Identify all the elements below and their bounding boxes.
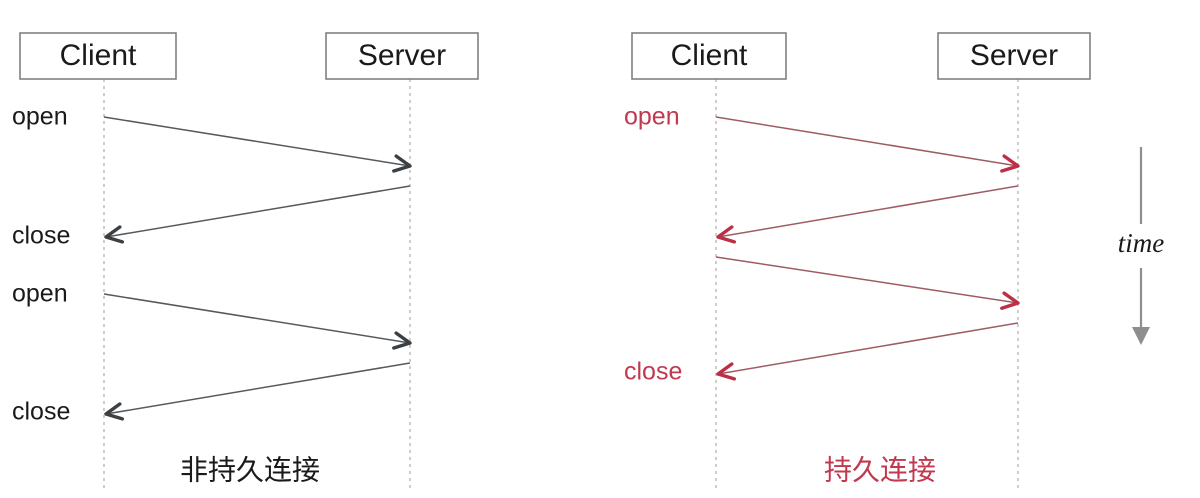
sequence-diagram-non-persistent: Client Server open close open close 非持久连接 <box>12 32 479 492</box>
message-line-1-0 <box>715 116 1019 167</box>
message-arrowhead-1-2 <box>1000 291 1020 310</box>
event-label-close-0-1: close <box>12 222 70 250</box>
sequence-diagram-persistent: Client Server open close 持久连接 <box>624 32 1091 492</box>
message-arrowhead-0-1 <box>104 225 124 244</box>
participant-label-client: Client <box>60 39 137 72</box>
message-line-0-4 <box>105 362 411 415</box>
message-arrowhead-0-4 <box>104 402 124 421</box>
message-arrowhead-0-0 <box>392 154 412 173</box>
message-line-0-0 <box>103 116 411 167</box>
diagram-caption-non-persistent: 非持久连接 <box>180 454 320 485</box>
participant-label-client: Client <box>671 39 748 72</box>
time-axis-label: time <box>1118 228 1165 258</box>
event-label-open-0-0: open <box>12 103 68 131</box>
message-line-0-1 <box>105 185 411 238</box>
time-axis-label-backdrop <box>1099 224 1183 268</box>
time-axis-group: time <box>1099 147 1183 345</box>
message-line-1-1 <box>717 185 1019 238</box>
message-arrowhead-1-1 <box>716 225 736 244</box>
participant-label-server: Server <box>970 39 1058 72</box>
message-line-1-3 <box>717 322 1019 375</box>
time-axis-arrowhead <box>1132 327 1150 345</box>
participant-box-server <box>325 32 479 80</box>
event-label-close-0-3: close <box>12 398 70 426</box>
participant-box-server <box>937 32 1091 80</box>
message-arrowhead-0-3 <box>392 331 412 350</box>
participant-label-server: Server <box>358 39 446 72</box>
diagram-caption-persistent: 持久连接 <box>824 454 936 485</box>
message-arrowhead-1-3 <box>716 362 736 381</box>
message-line-0-3 <box>103 293 411 344</box>
participant-box-client <box>19 32 177 80</box>
event-label-open-0-2: open <box>12 280 68 308</box>
event-label-close-1-1: close <box>624 358 682 386</box>
participant-box-client <box>631 32 787 80</box>
event-label-open-1-0: open <box>624 103 680 131</box>
message-line-1-2 <box>715 256 1019 304</box>
message-arrowhead-1-0 <box>1000 154 1020 173</box>
